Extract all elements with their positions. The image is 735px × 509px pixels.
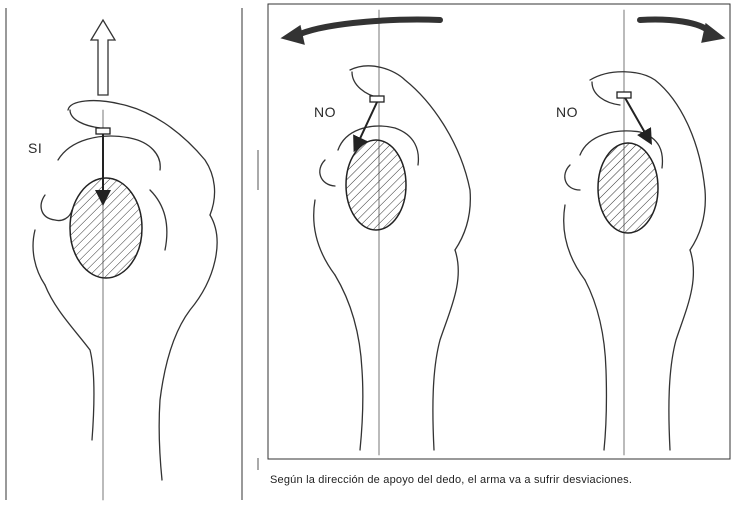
rotation-left-arrow-icon (300, 20, 440, 34)
right-panel-frame (268, 4, 730, 459)
grip-oval-left (70, 178, 142, 278)
hand-wrong-left (282, 10, 470, 455)
upward-arrow-icon (91, 20, 115, 95)
hand-correct (33, 20, 217, 500)
rotation-right-arrow-icon (640, 20, 710, 33)
hand-wrong-right (564, 10, 724, 455)
grip-oval-middle (346, 140, 406, 230)
label-no-right: NO (556, 104, 578, 120)
figure-caption: Según la dirección de apoyo del dedo, el… (270, 474, 732, 486)
force-arrow-middle (357, 100, 378, 145)
grip-oval-right (598, 143, 658, 233)
label-no-left: NO (314, 104, 336, 120)
label-si: SI (28, 140, 42, 156)
